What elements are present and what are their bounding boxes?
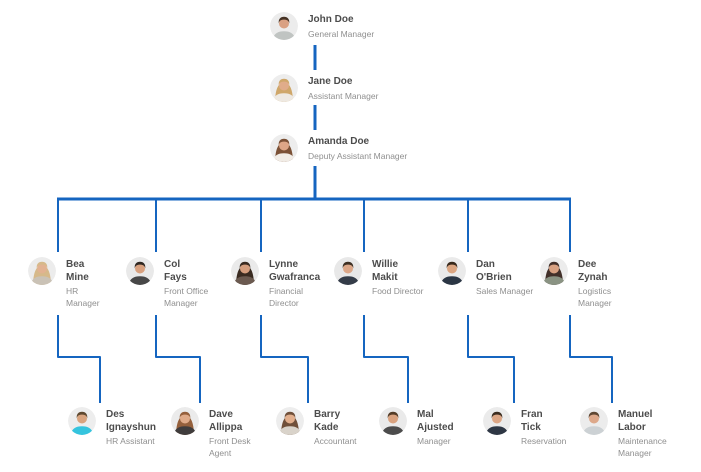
avatar (231, 257, 259, 285)
org-node-manuel-labor[interactable]: Manuel Labor Maintenance Manager (580, 407, 667, 459)
person-name: Dan O'Brien (476, 259, 512, 283)
person-avatar-icon (334, 257, 362, 285)
person-info: Des Ignayshun HR Assistant (106, 407, 156, 448)
person-title: Sales Manager (476, 286, 534, 296)
person-name: Lynne Gwafranca (269, 259, 321, 283)
person-info: Manuel Labor Maintenance Manager (618, 407, 667, 459)
person-avatar-icon (270, 74, 298, 102)
avatar (276, 407, 304, 435)
person-info: Amanda Doe Deputy Assistant Manager (308, 134, 407, 162)
avatar (28, 257, 56, 285)
person-avatar-icon (483, 407, 511, 435)
person-avatar-icon (171, 407, 199, 435)
person-title: Food Director (372, 286, 424, 296)
org-node-barry-kade[interactable]: Barry Kade Accountant (276, 407, 357, 448)
person-name: Barry Kade (314, 409, 341, 433)
org-node-dan-obrien[interactable]: Dan O'Brien Sales Manager (438, 257, 533, 298)
person-info: Fran Tick Reservation (521, 407, 566, 448)
avatar (379, 407, 407, 435)
org-node-fran-tick[interactable]: Fran Tick Reservation (483, 407, 566, 448)
person-info: Mal Ajusted Manager (417, 407, 454, 448)
person-name: Manuel Labor (618, 409, 653, 433)
person-name: Mal Ajusted (417, 409, 454, 433)
person-avatar-icon (231, 257, 259, 285)
avatar (580, 407, 608, 435)
org-node-bea-mine[interactable]: Bea Mine HR Manager (28, 257, 100, 309)
person-title: Financial Director (269, 286, 304, 308)
person-name: Des Ignayshun (106, 409, 157, 433)
org-node-dee-zynah[interactable]: Dee Zynah Logistics Manager (540, 257, 612, 309)
person-title: Assistant Manager (308, 90, 379, 101)
org-node-dave-allippa[interactable]: Dave Allippa Front Desk Agent (171, 407, 251, 459)
avatar (483, 407, 511, 435)
person-avatar-icon (379, 407, 407, 435)
avatar (126, 257, 154, 285)
person-avatar-icon (276, 407, 304, 435)
avatar (270, 134, 298, 162)
person-title: Logistics Manager (578, 286, 612, 308)
person-title: Reservation (521, 436, 567, 446)
person-info: John Doe General Manager (308, 12, 374, 40)
person-name: Willie Makit (372, 259, 399, 283)
person-avatar-icon (270, 12, 298, 40)
org-node-des-ignayshun[interactable]: Des Ignayshun HR Assistant (68, 407, 156, 448)
person-name: Amanda Doe (308, 136, 370, 147)
branch-drop-connectors (57, 198, 571, 252)
person-name: Col Fays (164, 259, 187, 283)
person-title: Manager (417, 436, 451, 446)
org-node-willie-makit[interactable]: Willie Makit Food Director (334, 257, 424, 298)
avatar (540, 257, 568, 285)
person-info: Willie Makit Food Director (372, 257, 424, 298)
person-name: John Doe (308, 14, 354, 25)
trunk-connectors (57, 45, 571, 201)
person-name: Fran Tick (521, 409, 543, 433)
org-node-col-fays[interactable]: Col Fays Front Office Manager (126, 257, 208, 309)
avatar (68, 407, 96, 435)
person-info: Jane Doe Assistant Manager (308, 74, 378, 102)
avatar (270, 74, 298, 102)
avatar (438, 257, 466, 285)
person-avatar-icon (68, 407, 96, 435)
person-avatar-icon (540, 257, 568, 285)
avatar (171, 407, 199, 435)
person-avatar-icon (126, 257, 154, 285)
person-name: Bea Mine (66, 259, 89, 283)
person-info: Dee Zynah Logistics Manager (578, 257, 612, 309)
step-connectors (57, 315, 613, 403)
person-title: Front Desk Agent (209, 436, 251, 458)
person-info: Dan O'Brien Sales Manager (476, 257, 533, 298)
person-name: Dee Zynah (578, 259, 608, 283)
person-title: General Manager (308, 28, 375, 39)
person-avatar-icon (28, 257, 56, 285)
person-info: Col Fays Front Office Manager (164, 257, 208, 309)
org-node-lynne-gwafranca[interactable]: Lynne Gwafranca Financial Director (231, 257, 320, 309)
person-info: Lynne Gwafranca Financial Director (269, 257, 320, 309)
org-node-jane-doe[interactable]: Jane Doe Assistant Manager (270, 74, 378, 102)
person-title: Accountant (314, 436, 357, 446)
person-title: Front Office Manager (164, 286, 209, 308)
person-info: Bea Mine HR Manager (66, 257, 100, 309)
person-info: Barry Kade Accountant (314, 407, 357, 448)
avatar (334, 257, 362, 285)
person-title: Deputy Assistant Manager (308, 150, 408, 161)
person-title: Maintenance Manager (618, 436, 667, 458)
person-avatar-icon (270, 134, 298, 162)
person-info: Dave Allippa Front Desk Agent (209, 407, 251, 459)
person-title: HR Manager (66, 286, 100, 308)
person-name: Dave Allippa (209, 409, 243, 433)
org-node-mal-ajusted[interactable]: Mal Ajusted Manager (379, 407, 454, 448)
org-node-amanda-doe[interactable]: Amanda Doe Deputy Assistant Manager (270, 134, 407, 162)
person-avatar-icon (438, 257, 466, 285)
person-name: Jane Doe (308, 76, 353, 87)
person-avatar-icon (580, 407, 608, 435)
person-title: HR Assistant (106, 436, 155, 446)
org-node-john-doe[interactable]: John Doe General Manager (270, 12, 374, 40)
avatar (270, 12, 298, 40)
